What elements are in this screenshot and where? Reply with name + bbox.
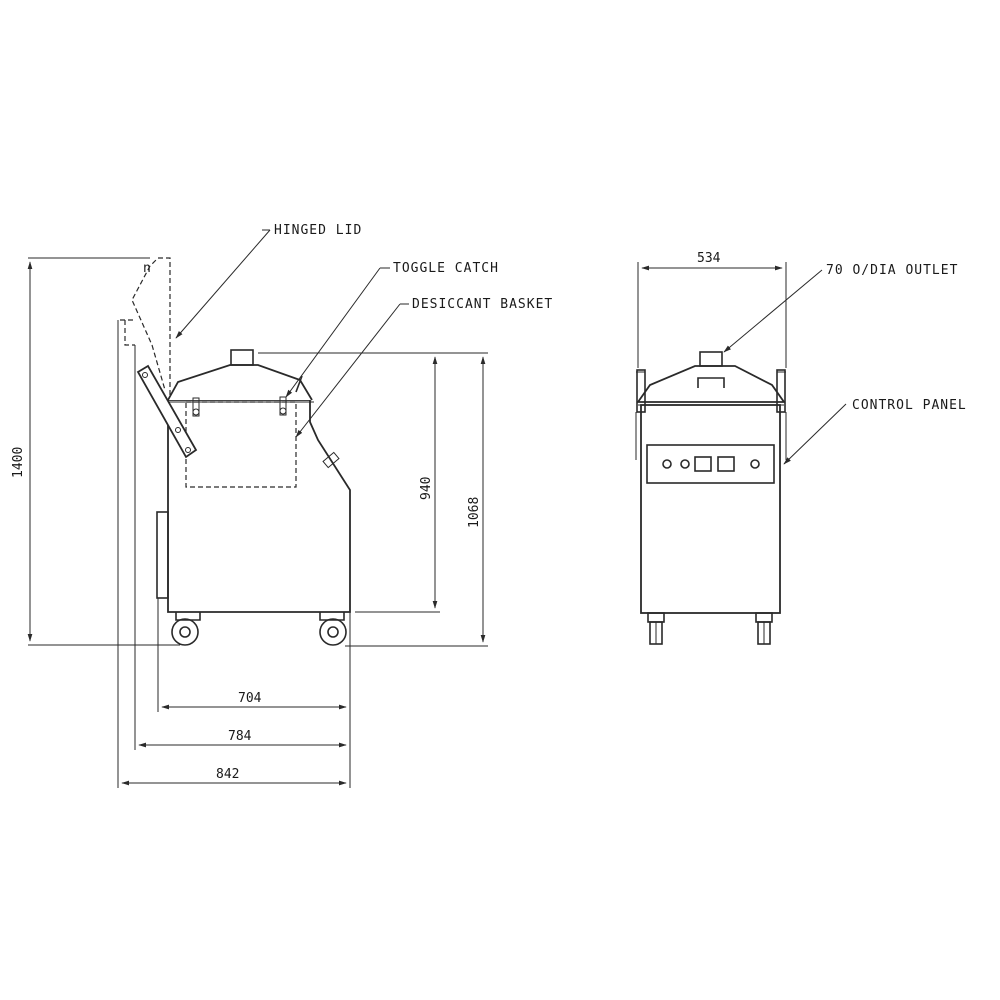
toggle-catch-right (279, 396, 287, 416)
side-view-handle (156, 511, 169, 599)
control-knob-2 (680, 459, 690, 469)
side-view-lid (167, 364, 313, 401)
side-wheel-right (319, 612, 347, 646)
front-wheel-right (755, 612, 773, 645)
control-panel (646, 444, 775, 484)
hinged-lid-open-outline (131, 257, 171, 395)
dim-overall-height-open: 1400 (11, 447, 26, 478)
label-desiccant-basket: DESICCANT BASKET (412, 297, 553, 312)
dim-depth-842: 842 (216, 767, 239, 782)
dim-depth-704: 704 (238, 691, 262, 706)
side-wheel-left (171, 612, 201, 646)
label-hinged-lid: HINGED LID (274, 223, 362, 238)
dim-width: 534 (697, 251, 721, 266)
control-knob-3 (750, 459, 760, 469)
dim-overall-height: 1068 (467, 497, 482, 528)
label-control-panel: CONTROL PANEL (852, 398, 967, 413)
dim-body-height: 940 (419, 477, 434, 500)
dim-depth-784: 784 (228, 729, 252, 744)
toggle-catch-left (192, 397, 200, 417)
label-toggle-catch: TOGGLE CATCH (393, 261, 499, 276)
hinge-arm (136, 364, 198, 459)
front-view: 534 70 O/DIA OUTLET CONTROL PANEL (635, 251, 967, 645)
side-view-cabinet (167, 399, 351, 613)
control-display-2 (717, 456, 735, 472)
control-display-1 (694, 456, 712, 472)
side-view-outlet-stub (230, 349, 254, 366)
svg-text:n: n (143, 261, 151, 276)
front-view-cabinet (640, 404, 781, 614)
control-knob-1 (662, 459, 672, 469)
front-view-outlet-stub (699, 351, 723, 367)
label-outlet: 70 O/DIA OUTLET (826, 263, 958, 278)
front-view-lid (636, 365, 786, 403)
side-view: n HINGED LID TOGGLE CATCH DE (11, 223, 553, 788)
front-wheel-left (647, 612, 665, 645)
